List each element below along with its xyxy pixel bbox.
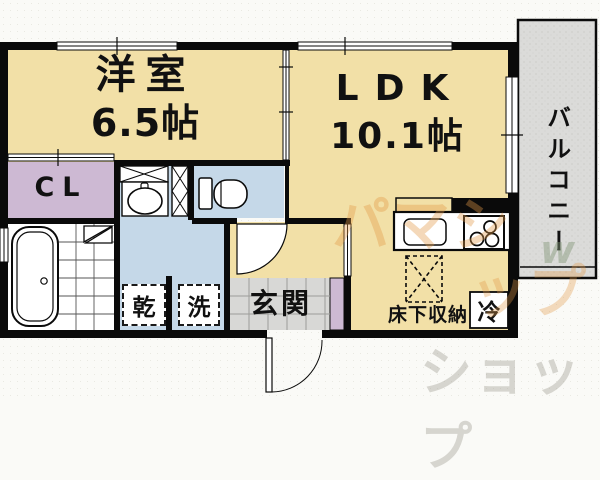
washer-space: 洗 xyxy=(178,284,220,326)
room-partition-sliding-door-icon xyxy=(279,49,293,161)
dryer-space: 乾 xyxy=(122,284,166,326)
balcony-sliding-door-icon xyxy=(501,76,523,194)
refrigerator-label: 冷 xyxy=(477,300,501,326)
shoe-cabinet xyxy=(329,277,345,331)
entrance-tile-grid xyxy=(230,278,330,330)
closet-sliding-door-icon xyxy=(7,149,115,166)
balcony-area xyxy=(516,18,598,280)
entrance-door-icon xyxy=(265,337,323,393)
western-room-floor xyxy=(8,50,283,162)
toilet-icon xyxy=(198,177,248,210)
hall-door-arc-icon xyxy=(236,223,288,275)
bathroom-tile-grid xyxy=(58,224,114,330)
refrigerator-box xyxy=(469,291,509,329)
bath-folding-door-icon xyxy=(83,225,115,244)
washbasin-icon xyxy=(121,181,169,217)
ldk-hall-door-icon xyxy=(343,223,352,277)
closet-floor xyxy=(8,162,114,220)
underfloor-storage-hatch-icon xyxy=(405,255,443,303)
bathroom-window-icon xyxy=(0,227,9,263)
floor-plan-drawing xyxy=(0,18,598,393)
stove-icon xyxy=(463,215,505,250)
shelf-icon xyxy=(119,165,169,183)
window-top-right-icon xyxy=(297,37,453,55)
windows xyxy=(0,37,523,277)
window-top-left-icon xyxy=(56,37,178,55)
walls xyxy=(0,42,518,338)
entrance-floor xyxy=(230,278,330,330)
kitchen-icon xyxy=(392,197,512,252)
kitchen-sink-icon xyxy=(403,218,447,246)
pipe-space-icon xyxy=(171,165,189,217)
ldk-floor xyxy=(289,50,508,330)
bathtub-icon xyxy=(11,226,59,327)
